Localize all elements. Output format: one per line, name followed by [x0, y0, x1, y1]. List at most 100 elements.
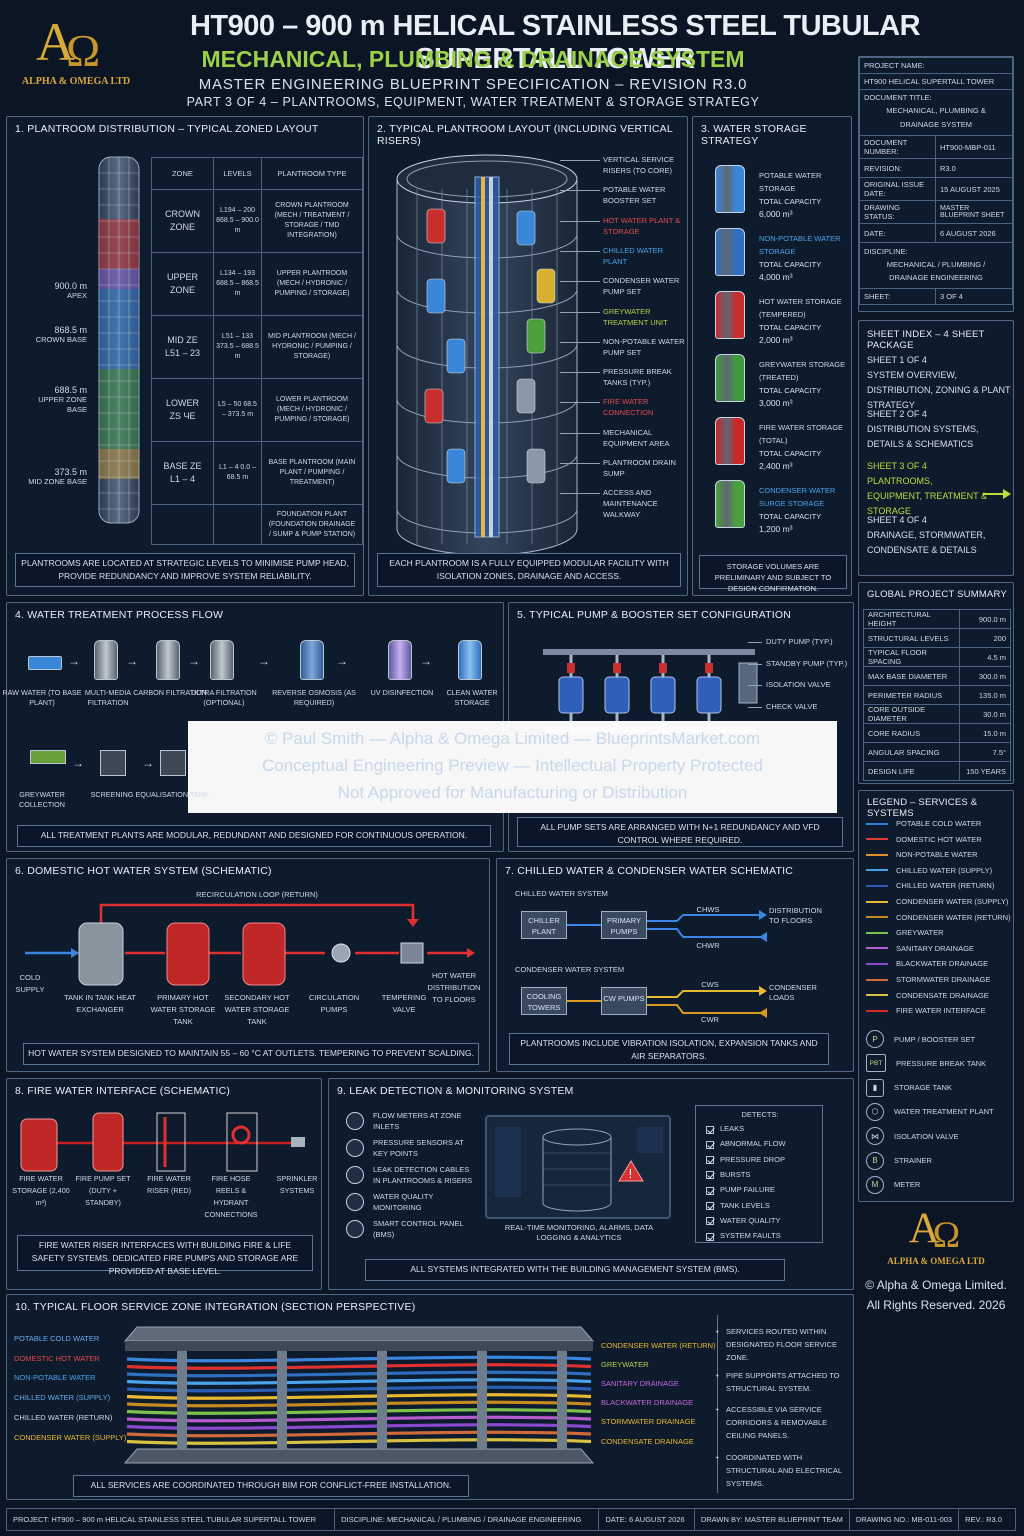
- logo-icon: A Ω: [36, 12, 100, 74]
- coordination-bullet: •COORDINATED WITH STRUCTURAL AND ELECTRI…: [716, 1451, 842, 1490]
- isolation-valve-icon: ⋈: [866, 1127, 884, 1146]
- info-value: HT900 HELICAL SUPERTALL TOWER: [864, 77, 995, 86]
- pressure-sensor-icon: [346, 1139, 364, 1157]
- treatment-step-label: RAW WATER (TO BASE PLANT): [2, 688, 82, 707]
- storage-tank-icon: [715, 417, 745, 465]
- legend-label: NON-POTABLE WATER: [896, 850, 978, 860]
- plantroom-type-cell: CROWN PLANTROOM (MECH / TREATMENT / STOR…: [261, 189, 363, 253]
- treatment-step-label: ULTRA FILTRATION (OPTIONAL): [191, 688, 257, 707]
- section-6-note: HOT WATER SYSTEM DESIGNED TO MAINTAIN 55…: [23, 1043, 479, 1065]
- callout-leader: [560, 463, 600, 464]
- tank-capacity-label: TOTAL CAPACITY: [759, 386, 822, 395]
- project-info-panel: PROJECT NAME: HT900 HELICAL SUPERTALL TO…: [858, 56, 1014, 312]
- legend-swatch: [866, 900, 888, 903]
- summary-value: 200: [959, 628, 1011, 648]
- section-10-note: ALL SERVICES ARE COORDINATED THROUGH BIM…: [73, 1475, 469, 1497]
- symbol-code: P: [872, 1034, 878, 1044]
- summary-value: 150 YEARS: [959, 761, 1011, 781]
- checkbox-icon: [706, 1156, 714, 1165]
- greywater-step-label: SCREENING: [90, 790, 134, 799]
- footer-cell: DATE: 6 AUGUST 2026: [598, 1508, 695, 1531]
- info-label: SHEET:: [864, 292, 891, 301]
- zone-cell: LOWER ZS ЧE: [151, 378, 214, 442]
- bullet-text: SERVICES ROUTED WITHIN DESIGNATED FLOOR …: [726, 1327, 837, 1362]
- pump-icon: [558, 676, 584, 714]
- callout-leader: [748, 706, 762, 708]
- service-pipe: [126, 1408, 592, 1415]
- callout-leader: [560, 432, 600, 434]
- multi-media-filter-icon: [94, 640, 118, 680]
- equipment-tank-icon: [446, 338, 466, 374]
- svg-text:A: A: [36, 12, 75, 72]
- copyright-line-1: © Alpha & Omega Limited.: [865, 1278, 1007, 1292]
- info-label: DRAWING STATUS:: [864, 203, 900, 221]
- callout-leader: [560, 402, 600, 404]
- sheet-label: SHEET 2 OF 4: [867, 409, 927, 419]
- watermark-banner: © Paul Smith — Alpha & Omega Limited — B…: [188, 721, 837, 813]
- legend-item: POTABLE COLD WATER: [866, 819, 981, 828]
- pump-callout: STANDBY PUMP (TYP.): [766, 658, 848, 668]
- summary-label: ARCHITECTURAL HEIGHT: [863, 609, 960, 629]
- detects-item: WATER QUALITY: [706, 1216, 780, 1226]
- legend-item: DOMESTIC HOT WATER: [866, 835, 982, 844]
- watermark-line-3: Not Approved for Manufacturing or Distri…: [337, 783, 688, 802]
- detects-item: TANK LEVELS: [706, 1201, 770, 1210]
- storage-tank-info: FIRE WATER STORAGE (TOTAL)TOTAL CAPACITY…: [759, 421, 851, 473]
- section-7-panel: 7. CHILLED WATER & CONDENSER WATER SCHEM…: [496, 858, 854, 1072]
- legend-label: DOMESTIC HOT WATER: [896, 834, 982, 844]
- chw-title: CHILLED WATER SYSTEM: [515, 889, 608, 898]
- legend-label: STORMWATER DRAINAGE: [896, 975, 991, 984]
- fire-water-schematic: [20, 1112, 305, 1172]
- legend-swatch: [866, 869, 888, 872]
- legend-label: CONDENSATE DRAINAGE: [896, 990, 989, 1000]
- info-label: DISCIPLINE:: [864, 247, 908, 256]
- detects-label: SYSTEM FAULTS: [720, 1231, 781, 1241]
- pressure-break-tank-icon: PBT: [866, 1054, 886, 1073]
- cw-title: CONDENSER WATER SYSTEM: [515, 965, 625, 974]
- cwp-label: CW PUMPS: [603, 994, 645, 1003]
- structural-column: [277, 1351, 287, 1449]
- greywater-step-label: EQUALISATION TANK: [135, 790, 209, 799]
- plantroom-type-cell: UPPER PLANTROOM (MECH / HYDRONIC / PUMPI…: [261, 252, 363, 316]
- meter-icon: M: [866, 1175, 884, 1194]
- info-value: R3.0: [940, 163, 956, 173]
- structural-column: [557, 1351, 567, 1449]
- sheet-index-title: SHEET INDEX – 4 SHEET PACKAGE: [867, 329, 985, 351]
- symbol-code: M: [871, 1180, 879, 1190]
- plantroom-callout: NON-POTABLE WATER PUMP SET: [603, 336, 685, 357]
- section-2-note: EACH PLANTROOM IS A FULLY EQUIPPED MODUL…: [377, 553, 681, 587]
- bullets-box: [717, 1315, 847, 1493]
- storage-tank-icon: [715, 228, 745, 276]
- page-title: HT900 – 900 m HELICAL STAINLESS STEEL TU…: [189, 10, 921, 75]
- tank-capacity: 6,000 m³: [759, 209, 793, 219]
- info-label: PROJECT NAME:: [864, 61, 925, 70]
- service-label-left: DOMESTIC HOT WATER: [14, 1353, 100, 1363]
- storage-tank-icon: ▮: [866, 1078, 884, 1097]
- logo-icon: A Ω: [909, 1205, 960, 1254]
- checkbox-icon: [706, 1202, 714, 1210]
- carbon-filter-icon: [156, 640, 180, 680]
- bullet-icon: •: [716, 1371, 719, 1380]
- copyright-block: A Ω ALPHA & OMEGA LTD © Alpha & Omega Li…: [858, 1196, 1014, 1320]
- cwr-label: CWR: [701, 1015, 719, 1024]
- sheet-label: SHEET 4 OF 4: [867, 515, 927, 525]
- summary-label: CORE RADIUS: [863, 723, 960, 743]
- section-6-panel: 6. DOMESTIC HOT WATER SYSTEM (SCHEMATIC)…: [6, 858, 490, 1072]
- svg-text:Ω: Ω: [66, 25, 100, 74]
- summary-value: 900.0 m: [959, 609, 1011, 629]
- section-3-panel: 3. WATER STORAGE STRATEGY POTABLE WATER …: [692, 116, 852, 596]
- plantroom-type-cell: MID PLANTROOM (MECH / HYDRONIC / PUMPING…: [261, 315, 363, 379]
- cw-pumps-box: CW PUMPS: [601, 987, 647, 1015]
- arrow-right-icon: →: [258, 654, 270, 668]
- info-label: DOCUMENT NUMBER:: [864, 138, 908, 156]
- service-label-left: CHILLED WATER (RETURN): [14, 1412, 113, 1422]
